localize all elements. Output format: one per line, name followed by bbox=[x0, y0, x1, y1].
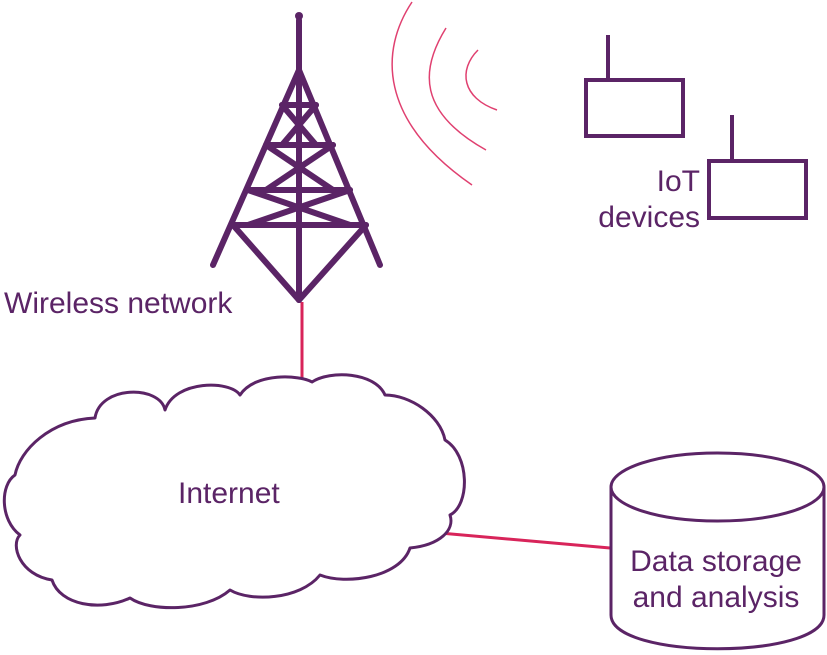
signal-waves-icon bbox=[391, 1, 498, 186]
internet-label: Internet bbox=[178, 477, 280, 510]
database-cylinder-icon bbox=[609, 451, 826, 651]
iot-label-line1: IoT bbox=[656, 165, 700, 198]
data-storage-label: Data storage and analysis bbox=[606, 544, 826, 616]
wireless-network-label: Wireless network bbox=[4, 287, 233, 320]
iot-devices-label: IoT devices bbox=[560, 164, 700, 236]
iot-device-icon bbox=[707, 115, 808, 220]
cloud-icon bbox=[2, 373, 466, 610]
tower-icon bbox=[210, 12, 383, 303]
storage-label-line1: Data storage bbox=[630, 545, 802, 578]
cloud-to-storage-link bbox=[439, 531, 611, 550]
storage-label-line2: and analysis bbox=[632, 581, 800, 614]
iot-label-line2: devices bbox=[598, 201, 700, 234]
iot-device-icon bbox=[584, 35, 685, 138]
